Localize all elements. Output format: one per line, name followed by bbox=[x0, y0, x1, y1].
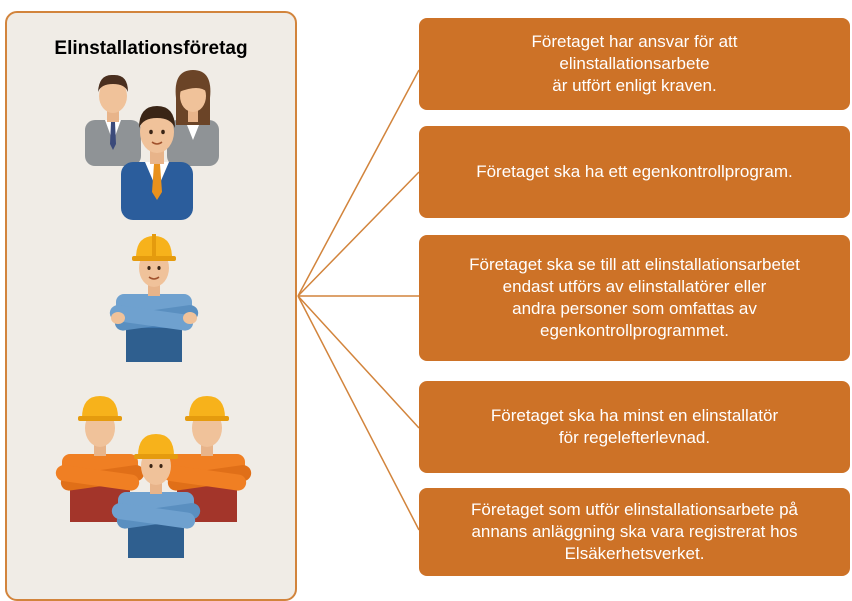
businessman-front bbox=[121, 106, 193, 220]
statement-box-3: Företaget ska se till att elinstallation… bbox=[419, 235, 850, 361]
statement-text-3: Företaget ska se till att elinstallation… bbox=[469, 255, 800, 340]
electrician-icon bbox=[109, 234, 199, 362]
connector-line-5 bbox=[297, 295, 420, 531]
statement-text-4: Företaget ska ha minst en elinstallatör … bbox=[490, 406, 779, 447]
statement-box-5: Företaget som utför elinstallationsarbet… bbox=[419, 488, 850, 576]
illustrations bbox=[55, 70, 252, 558]
statement-text-5: Företaget som utför elinstallationsarbet… bbox=[471, 500, 798, 563]
electrician-team-icon bbox=[55, 396, 252, 558]
businesswoman-right bbox=[167, 70, 219, 166]
statement-box-1: Företaget har ansvar för att elinstallat… bbox=[419, 18, 850, 110]
connector-line-2 bbox=[297, 171, 420, 297]
connector-line-1 bbox=[297, 69, 420, 297]
statement-box-4: Företaget ska ha minst en elinstallatör … bbox=[419, 381, 850, 473]
statement-text-1: Företaget har ansvar för att elinstallat… bbox=[531, 32, 738, 95]
business-team-icon bbox=[85, 70, 219, 220]
connector-lines bbox=[297, 69, 420, 531]
panel-title: Elinstallationsföretag bbox=[54, 38, 248, 59]
statement-box-2: Företaget ska ha ett egenkontrollprogram… bbox=[419, 126, 850, 218]
businessman-left bbox=[85, 74, 141, 166]
statement-text-2: Företaget ska ha ett egenkontrollprogram… bbox=[476, 162, 793, 181]
connector-line-4 bbox=[297, 295, 420, 429]
